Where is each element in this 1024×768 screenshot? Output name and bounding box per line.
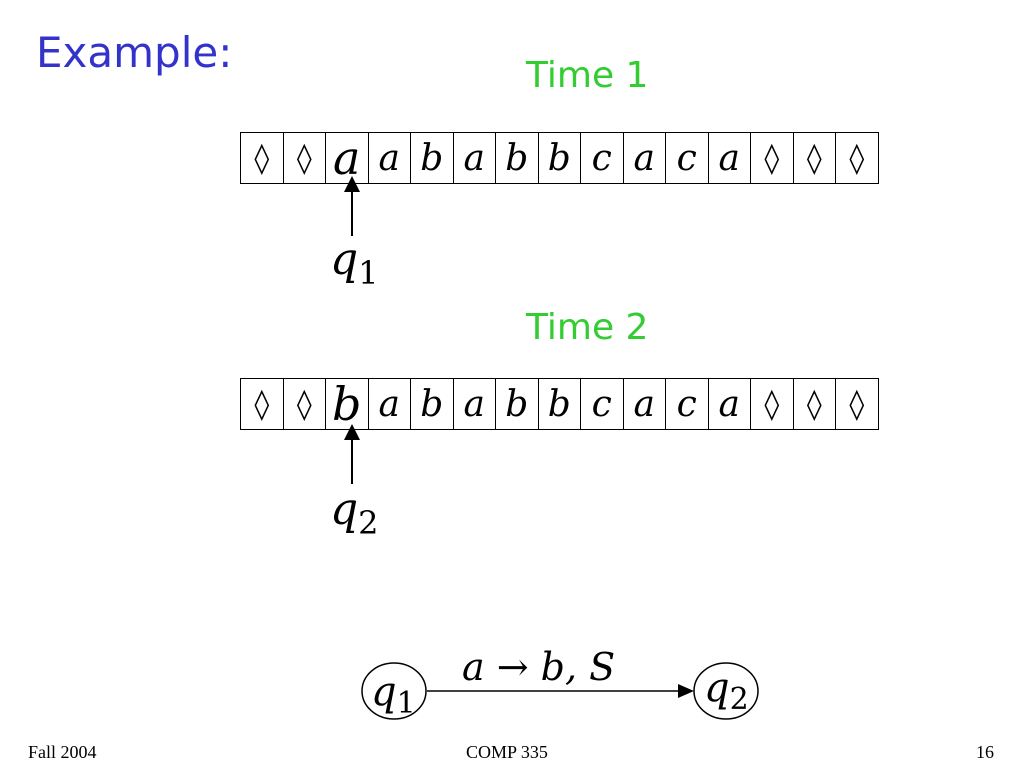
- tape-cell: b: [326, 377, 369, 431]
- tape-cell: a: [709, 132, 751, 184]
- tape-cell: a: [624, 132, 666, 184]
- tape-cell: c: [666, 132, 709, 184]
- time1-label: Time 1: [526, 55, 649, 96]
- head-arrow-time1: [344, 176, 360, 236]
- head-state-time1: q1: [330, 234, 379, 292]
- tape-cell: b: [496, 378, 539, 430]
- tape-cell: ◊: [836, 132, 879, 184]
- tape-cell: a: [624, 378, 666, 430]
- transition-label: a → b, S: [462, 645, 615, 689]
- tape-cell: ◊: [751, 132, 794, 184]
- tape-cell: ◊: [284, 132, 326, 184]
- tape-cell: ◊: [836, 378, 879, 430]
- tape-cell: b: [411, 132, 454, 184]
- transition-arrowhead: [678, 684, 694, 698]
- tape-cell: ◊: [794, 132, 836, 184]
- head-arrow-time2: [344, 424, 360, 484]
- footer-date: Fall 2004: [28, 742, 97, 762]
- tape-cell: a: [369, 378, 411, 430]
- footer-course: COMP 335: [466, 742, 548, 762]
- tape-cell: ◊: [241, 378, 284, 430]
- tape-cell: c: [666, 378, 709, 430]
- tape-cell: b: [539, 378, 581, 430]
- tape-cell: c: [581, 132, 624, 184]
- tape-cell: a: [454, 378, 496, 430]
- footer-page-number: 16: [976, 742, 994, 762]
- tape-cell: ◊: [751, 378, 794, 430]
- state-node-from: [361, 662, 427, 720]
- tape-cell: ◊: [284, 378, 326, 430]
- tape-cell: c: [581, 378, 624, 430]
- tape-cell: ◊: [794, 378, 836, 430]
- tape-cell: a: [454, 132, 496, 184]
- state-node-to: [693, 662, 759, 720]
- tape-cell: a: [369, 132, 411, 184]
- tape-cell: b: [539, 132, 581, 184]
- tape-cell: a: [709, 378, 751, 430]
- tape-cell: b: [496, 132, 539, 184]
- tape-cell: b: [411, 378, 454, 430]
- tape-cell: ◊: [241, 132, 284, 184]
- state-node-to-label: q2: [704, 665, 749, 717]
- state-node-from-label: q1: [371, 669, 416, 721]
- time2-label: Time 2: [526, 307, 649, 348]
- slide-title: Example:: [36, 28, 233, 77]
- head-state-time2: q2: [330, 484, 379, 542]
